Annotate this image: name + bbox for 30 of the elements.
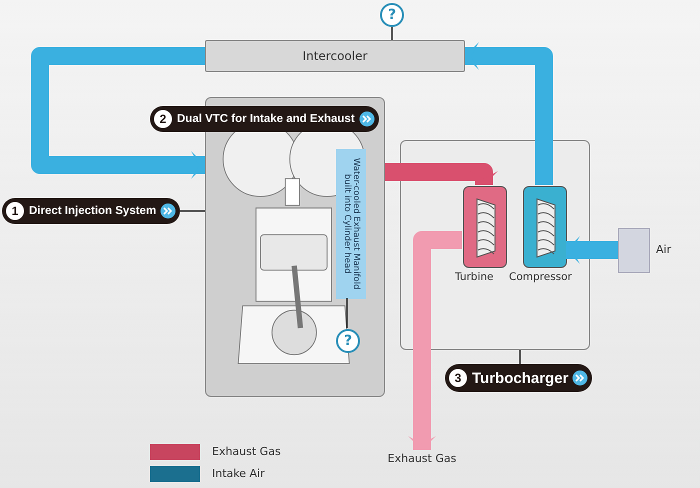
callout-number: 2: [154, 110, 172, 128]
callout-number: 1: [6, 202, 24, 220]
help-icon: ?: [380, 3, 404, 27]
leader-line: [346, 298, 348, 328]
callout-number: 3: [449, 369, 467, 387]
callout-label: [445, 364, 592, 392]
help-icon: ?: [336, 329, 360, 353]
legend-label: Intake Air: [212, 467, 265, 480]
callout-label: [2, 198, 180, 224]
manifold-label: Water-cooled Exhaust Manifold built into Cylinder head: [336, 149, 366, 299]
flow-label: Exhaust Gas: [372, 452, 472, 468]
intercooler-box: Intercooler: [205, 40, 465, 72]
callout-label: [150, 106, 379, 132]
air-filter-box: [618, 228, 650, 273]
flow-pipe: [408, 231, 462, 450]
flow-pipe: [31, 47, 205, 179]
part-label: Turbine: [455, 271, 494, 283]
leader-line: [180, 210, 205, 212]
legend-label: Exhaust Gas: [212, 445, 281, 458]
flow-pipe: [465, 42, 553, 185]
leader-line: [391, 27, 393, 40]
engine-block: [205, 97, 385, 397]
side-label: Air: [656, 242, 672, 256]
leader-line: [519, 350, 521, 364]
callout-text: Direct Injection System: [29, 205, 156, 217]
flow-pipe: [566, 236, 618, 264]
callout-text: Dual VTC for Intake and Exhaust: [177, 113, 355, 125]
callout-text: Turbocharger: [472, 370, 568, 386]
part-label: Compressor: [509, 271, 572, 283]
flow-pipe: [385, 163, 498, 185]
